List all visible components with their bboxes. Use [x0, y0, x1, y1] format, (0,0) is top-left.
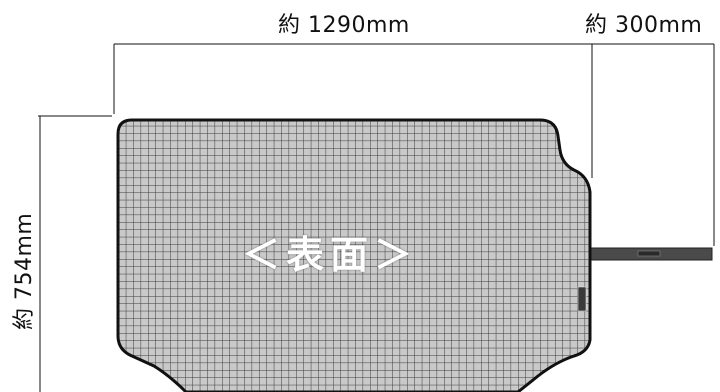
height-dimension-label: 約 754mm	[12, 212, 37, 330]
height-dimension-line	[38, 115, 112, 392]
mat-body	[116, 118, 592, 392]
width-dimension-label: 約 1290mm	[278, 13, 410, 38]
front-face-label: ＜表面＞	[242, 233, 419, 277]
width-dimension-line	[113, 43, 593, 178]
side-dimension-label: 約 300mm	[585, 13, 703, 38]
strap	[583, 247, 713, 261]
side-dimension-line	[592, 43, 715, 246]
mat-tag	[577, 286, 587, 312]
